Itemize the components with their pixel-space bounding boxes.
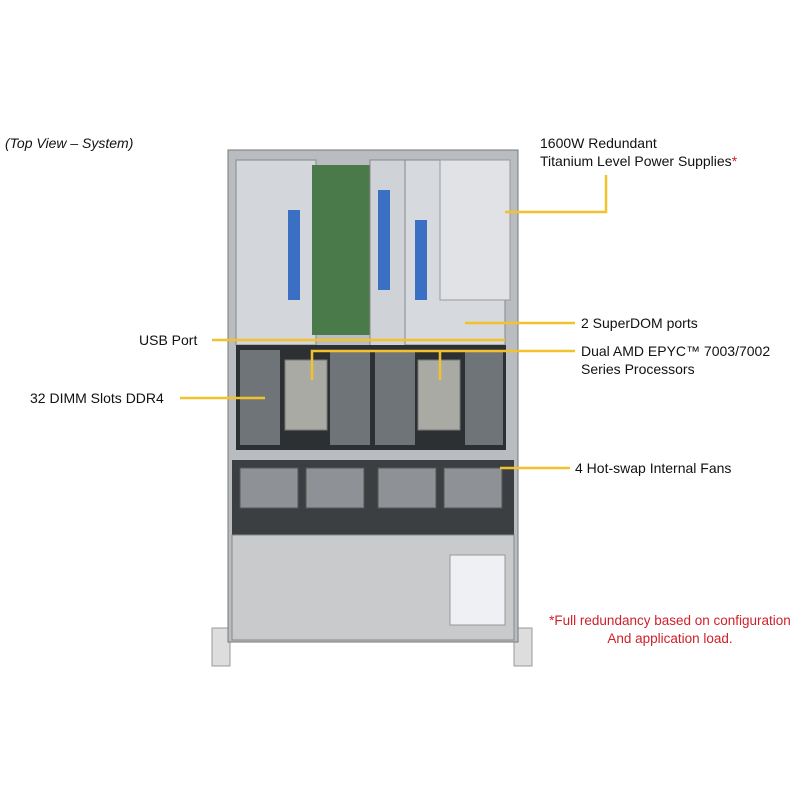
riser-card — [378, 190, 390, 290]
riser-card — [415, 220, 427, 300]
left-riser-cage — [235, 159, 317, 346]
fan-1 — [239, 467, 299, 509]
psu-bay — [439, 159, 511, 301]
fan-3 — [377, 467, 437, 509]
riser-card — [288, 210, 300, 300]
usb-label: USB Port — [139, 332, 198, 348]
cpu-heatsink-2 — [417, 359, 461, 431]
fans-label: 4 Hot-swap Internal Fans — [575, 460, 732, 476]
cpu-heatsink-1 — [284, 359, 328, 431]
dimm-area — [236, 345, 506, 450]
callout-lines — [180, 175, 608, 470]
cpu-label: Dual AMD EPYC™ 7003/7002 Series Processo… — [581, 343, 771, 377]
left-rack-ear — [211, 627, 231, 667]
psu-label: 1600W Redundant Titanium Level Power Sup… — [540, 135, 738, 169]
motherboard-section — [312, 165, 372, 335]
fan-2 — [305, 467, 365, 509]
fan-4 — [443, 467, 503, 509]
view-caption: (Top View – System) — [5, 135, 134, 151]
psu-callout-line — [505, 175, 608, 214]
cpu-callout-line — [310, 349, 575, 380]
service-label — [449, 554, 506, 626]
dimm-label: 32 DIMM Slots DDR4 — [30, 390, 164, 406]
psu-asterisk: * — [731, 153, 738, 169]
redundancy-footnote: *Full redundancy based on configuration … — [549, 613, 791, 646]
superdom-label: 2 SuperDOM ports — [581, 315, 698, 331]
